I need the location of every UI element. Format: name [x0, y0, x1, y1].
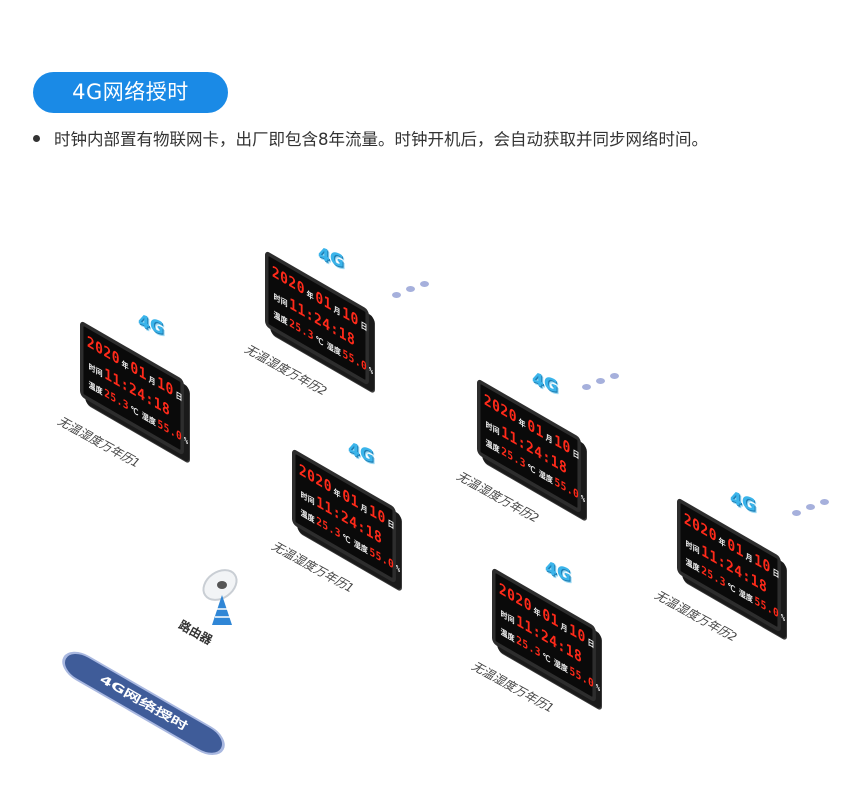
- bullet-icon: [33, 135, 40, 142]
- signal-dots-icon: [582, 372, 622, 392]
- description: 时钟内部置有物联网卡，出厂即包含8年流量。时钟开机后，会自动获取并同步网络时间。: [33, 128, 708, 152]
- router-tower-icon: [198, 565, 248, 627]
- description-text: 时钟内部置有物联网卡，出厂即包含8年流量。时钟开机后，会自动获取并同步网络时间。: [54, 130, 708, 149]
- signal-dots-icon: [792, 498, 832, 518]
- signal-dots-icon: [392, 280, 432, 300]
- section-title-pill: 4G网络授时: [33, 72, 228, 113]
- base-label-pill: 4G网络授时: [56, 645, 231, 762]
